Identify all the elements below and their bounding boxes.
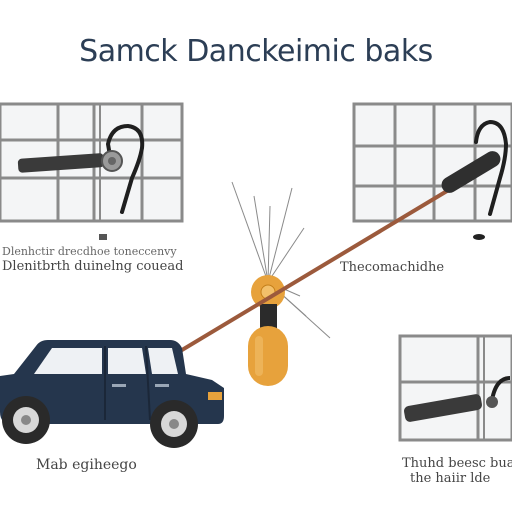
window-bottom-right	[398, 334, 512, 442]
lamp-icon	[248, 275, 288, 386]
caption-top-right: Thecomachidhe	[340, 260, 445, 275]
hook-icon-right	[473, 119, 509, 240]
wheel-icon	[2, 396, 198, 448]
caption-top-left-line2: Dlenitbrth duinelng couead	[2, 259, 184, 274]
hook-icon	[105, 123, 145, 214]
handle-tool-bottom-right	[403, 376, 511, 422]
caption-top-left-line1: Dlenhctir drecdhoe toneccenvy	[2, 245, 177, 258]
caption-bottom-right-line2: the haiir lde	[410, 471, 491, 486]
handle-tool-top-left	[17, 150, 123, 173]
caption-bottom-left: Mab egiheego	[36, 457, 137, 473]
diagram-title: Samck Danckeimic baks	[79, 34, 433, 69]
burst-lines	[231, 181, 331, 339]
small-tag-icon	[99, 234, 107, 240]
caption-bottom-right-line1: Thuhd beesc buae	[402, 456, 512, 471]
